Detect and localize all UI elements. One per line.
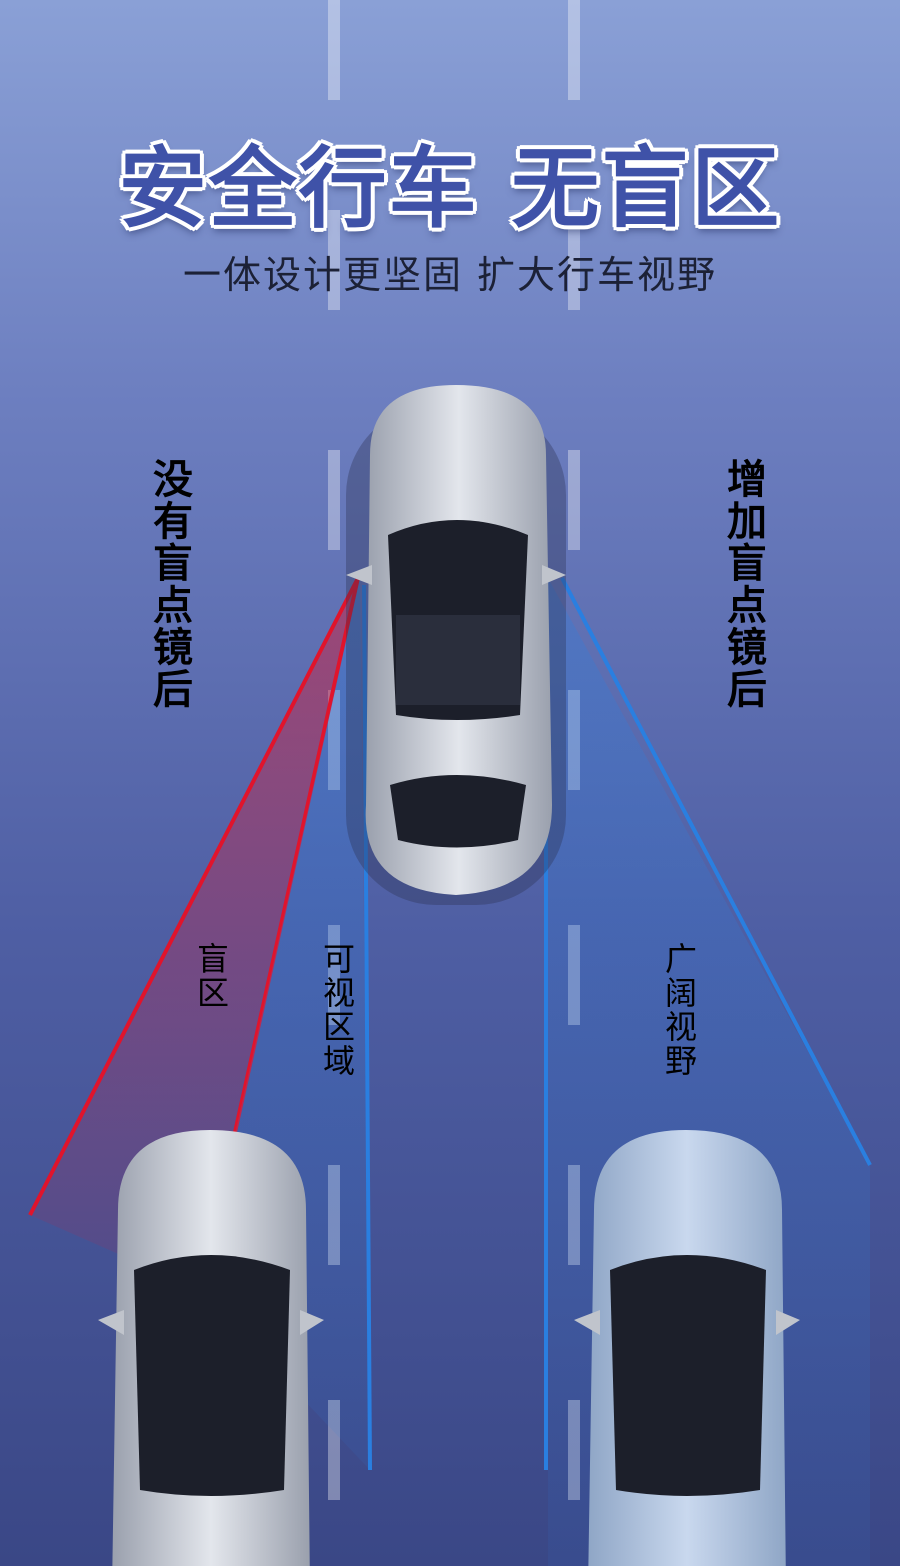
wide-view-edge-outer — [560, 577, 872, 1166]
label-wide-view: 广阔视野 — [660, 942, 698, 1078]
label-with-mirror: 增加盲点镜后 — [720, 458, 766, 710]
blind-zone-edge-outer — [28, 577, 360, 1216]
label-visible-zone: 可视区域 — [318, 942, 356, 1078]
main-car — [346, 385, 566, 905]
rear-left-car — [98, 1130, 324, 1566]
label-blind-zone: 盲区 — [192, 942, 230, 1010]
headline: 安全行车 无盲区 — [118, 137, 782, 240]
rear-right-car — [574, 1130, 800, 1566]
visible-zone-edge — [362, 584, 372, 1471]
label-without-mirror: 没有盲点镜后 — [146, 458, 192, 710]
subline: 一体设计更坚固 扩大行车视野 — [182, 253, 718, 297]
blind-zone-shape — [30, 578, 358, 1290]
